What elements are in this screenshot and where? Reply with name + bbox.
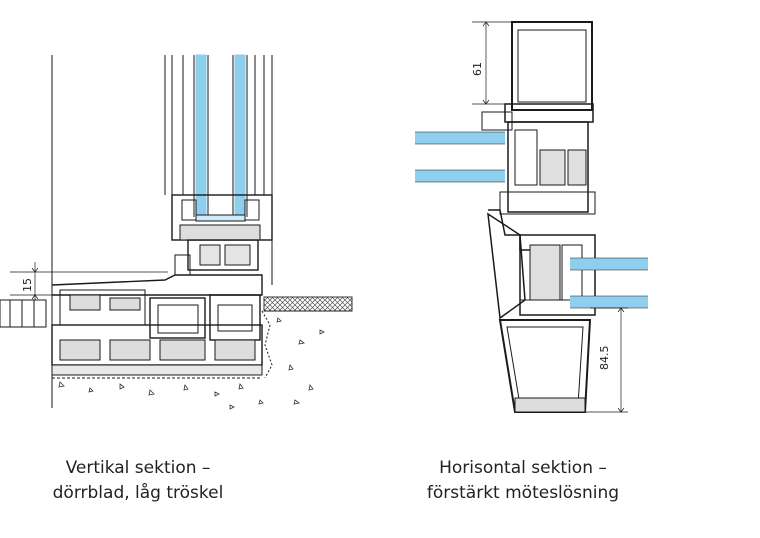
threshold-step [0, 299, 47, 328]
floor-finish [263, 296, 353, 312]
caption-vertical-section: Vertikal sektion – dörrblad, låg tröskel [18, 456, 258, 506]
caption-line: Vertikal sektion – [65, 458, 211, 478]
glass-pane-left [195, 54, 207, 218]
glass-left-upper [415, 132, 505, 144]
glass-pane-right [234, 54, 246, 218]
caption-line: dörrblad, låg tröskel [52, 483, 224, 503]
dim-label-bottom: 84.5 [598, 346, 611, 371]
glass-left-lower [415, 170, 505, 182]
horizontal-section [415, 21, 648, 413]
dim-label-threshold: 15 [21, 278, 34, 292]
glass-right-lower [570, 296, 648, 308]
section-drawings: 15 61 84.5 [0, 21, 648, 413]
caption-horizontal-section: Horisontal sektion – förstärkt möteslösn… [408, 456, 638, 506]
top-profile [511, 21, 593, 111]
caption-line: förstärkt möteslösning [426, 483, 620, 503]
glass-right-upper [570, 258, 648, 270]
concrete-aggregate [58, 317, 325, 410]
dim-label-top: 61 [471, 62, 484, 76]
caption-line: Horisontal sektion – [439, 458, 607, 478]
vertical-section [0, 54, 353, 408]
